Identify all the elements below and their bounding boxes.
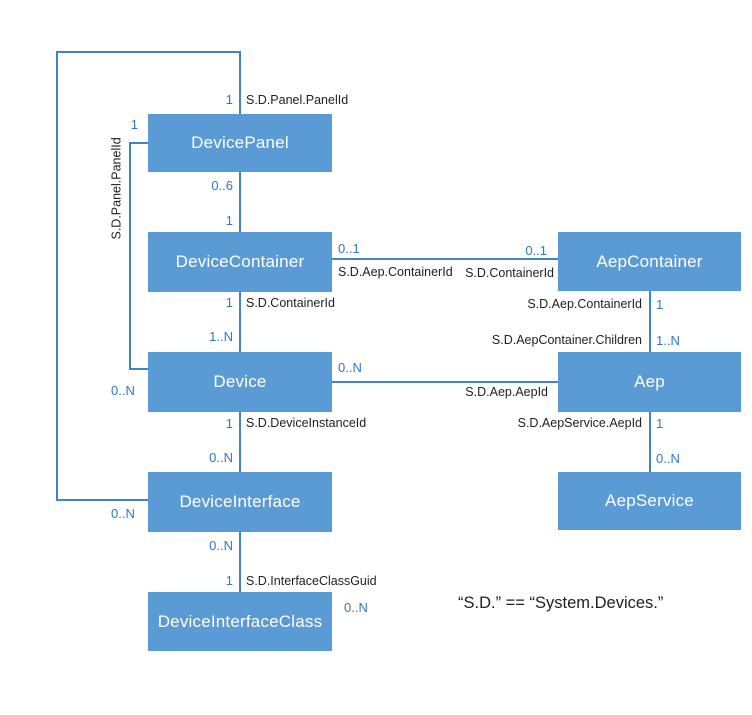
node-aep-service-label: AepService: [605, 491, 694, 510]
cardinality-device-interface-interface-end: 0..N: [209, 450, 233, 465]
property-label-interface-interfaceclass: S.D.InterfaceClassGuid: [246, 574, 377, 588]
cardinality-container-device-container-end: 1: [225, 295, 233, 310]
cardinality-panel-device-panel-end: 1: [130, 117, 138, 132]
node-aep: Aep: [558, 352, 741, 412]
node-device-interface-class-label: DeviceInterfaceClass: [157, 611, 323, 631]
node-device-container: DeviceContainer: [148, 232, 332, 292]
connector-container-aepcontainer: [332, 258, 558, 260]
connector-panel-device-stub-top: [129, 142, 148, 144]
node-aep-container: AepContainer: [558, 232, 741, 291]
cardinality-aep-aepservice-aep-end: 1: [656, 416, 664, 431]
cardinality-panel-container-container-end: 1: [225, 213, 233, 228]
property-label-aep-aepservice: S.D.AepService.AepId: [517, 416, 642, 430]
property-label-panel-device-rotated: S.D.Panel.PanelId: [109, 137, 124, 240]
property-label-panel-interface: S.D.Panel.PanelId: [246, 93, 349, 107]
property-label-container-aepcontainer-right: S.D.ContainerId: [465, 266, 554, 280]
connector-aepcontainer-aep: [649, 291, 651, 352]
node-device-label: Device: [213, 372, 267, 391]
connector-panel-interface-drop-vertical: [239, 53, 241, 114]
node-device-container-label: DeviceContainer: [175, 252, 305, 271]
cardinality-panel-interface-interface-end: 0..N: [111, 506, 135, 521]
property-label-device-interface: S.D.DeviceInstanceId: [246, 416, 367, 430]
connector-panel-interface-top-horizontal: [56, 51, 241, 53]
cardinality-device-aep-device-end: 0..N: [338, 360, 362, 375]
node-device: Device: [148, 352, 332, 412]
connector-interface-interfaceclass: [239, 532, 241, 592]
property-label-device-aep: S.D.Aep.AepId: [465, 385, 548, 399]
connector-container-device: [239, 292, 241, 352]
property-label-aepcontainer-aep-bottom: S.D.AepContainer.Children: [491, 333, 642, 347]
cardinality-aepcontainer-aep-aep-end: 1..N: [656, 333, 680, 348]
node-device-panel: DevicePanel: [148, 114, 332, 172]
cardinality-interfaceclass-unattached: 0..N: [344, 600, 368, 615]
node-device-panel-label: DevicePanel: [191, 133, 289, 152]
connector-panel-container: [239, 172, 241, 232]
property-label-aepcontainer-aep-top: S.D.Aep.ContainerId: [527, 297, 642, 311]
property-label-container-aepcontainer-left: S.D.Aep.ContainerId: [338, 265, 453, 279]
node-aep-label: Aep: [634, 372, 665, 391]
cardinality-panel-device-device-end: 0..N: [111, 383, 135, 398]
cardinality-aepcontainer-aep-aepcontainer-end: 1: [656, 297, 664, 312]
cardinality-interface-interfaceclass-interface-end: 0..N: [209, 538, 233, 553]
cardinality-panel-interface-panel-end: 1: [225, 92, 233, 107]
node-device-interface: DeviceInterface: [148, 472, 332, 532]
cardinality-aep-aepservice-aepservice-end: 0..N: [656, 451, 680, 466]
connector-panel-device-vertical: [129, 142, 131, 370]
abbreviation-note: “S.D.” == “System.Devices.”: [458, 594, 664, 612]
cardinality-container-aepcontainer-aepcontainer-end: 0..1: [525, 243, 547, 258]
connector-panel-interface-bottom-horizontal: [56, 499, 148, 501]
cardinality-panel-container-panel-end: 0..6: [211, 178, 233, 193]
connector-device-aep: [332, 381, 558, 383]
connector-aep-aepservice: [649, 412, 651, 472]
connector-panel-interface-left-vertical: [56, 51, 58, 501]
node-device-interface-label: DeviceInterface: [179, 492, 301, 511]
connector-panel-device-stub-bottom: [129, 368, 148, 370]
node-aep-container-label: AepContainer: [596, 251, 703, 271]
node-device-interface-class: DeviceInterfaceClass: [148, 592, 332, 651]
cardinality-interface-interfaceclass-interfaceclass-end: 1: [225, 573, 233, 588]
cardinality-container-device-device-end: 1..N: [209, 329, 233, 344]
connector-device-interface: [239, 412, 241, 472]
property-label-container-device: S.D.ContainerId: [246, 296, 335, 310]
cardinality-device-interface-device-end: 1: [225, 416, 233, 431]
node-aep-service: AepService: [558, 472, 741, 530]
cardinality-container-aepcontainer-container-end: 0..1: [338, 241, 360, 256]
